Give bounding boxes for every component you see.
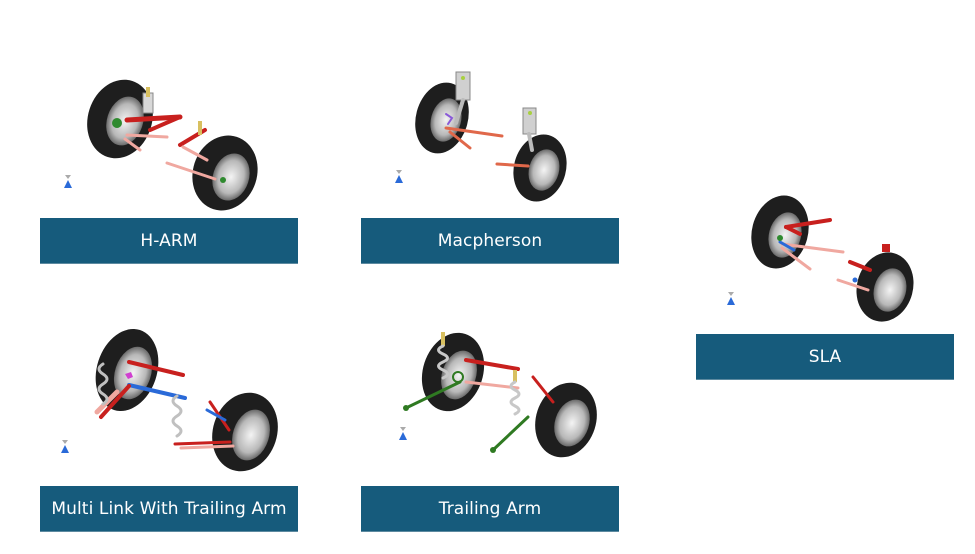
links: [94, 360, 235, 450]
sla-label: SLA: [696, 334, 954, 380]
multi-link-label: Multi Link With Trailing Arm: [40, 486, 298, 532]
macpherson-label: Macpherson: [361, 218, 619, 264]
links: [403, 332, 555, 453]
links: [444, 71, 537, 168]
macpherson-illustration: [390, 68, 590, 208]
coordinate-origin-icon: [64, 175, 72, 188]
trailing-arm-label-text: Trailing Arm: [438, 498, 542, 519]
links: [112, 87, 226, 183]
coordinate-origin-icon: [395, 170, 403, 183]
multi-link-label-text: Multi Link With Trailing Arm: [51, 498, 287, 519]
tire-left: [421, 332, 485, 412]
tire-right: [535, 382, 597, 458]
sla-label-text: SLA: [808, 346, 842, 367]
tire-right: [192, 135, 258, 211]
trailing-arm-label: Trailing Arm: [361, 486, 619, 532]
tire-left: [751, 195, 809, 269]
multi-link-illustration: [55, 322, 295, 480]
coordinate-origin-icon: [727, 292, 735, 305]
tire-right: [513, 134, 567, 202]
coordinate-origin-icon: [61, 440, 69, 453]
h-arm-label-text: H-ARM: [140, 230, 198, 251]
macpherson-label-text: Macpherson: [437, 230, 543, 251]
tire-right: [212, 392, 278, 472]
h-arm-label: H-ARM: [40, 218, 298, 264]
links: [777, 218, 890, 292]
trailing-arm-illustration: [388, 322, 616, 472]
sla-illustration: [720, 192, 930, 327]
h-arm-illustration: [55, 75, 270, 215]
coordinate-origin-icon: [399, 427, 407, 440]
